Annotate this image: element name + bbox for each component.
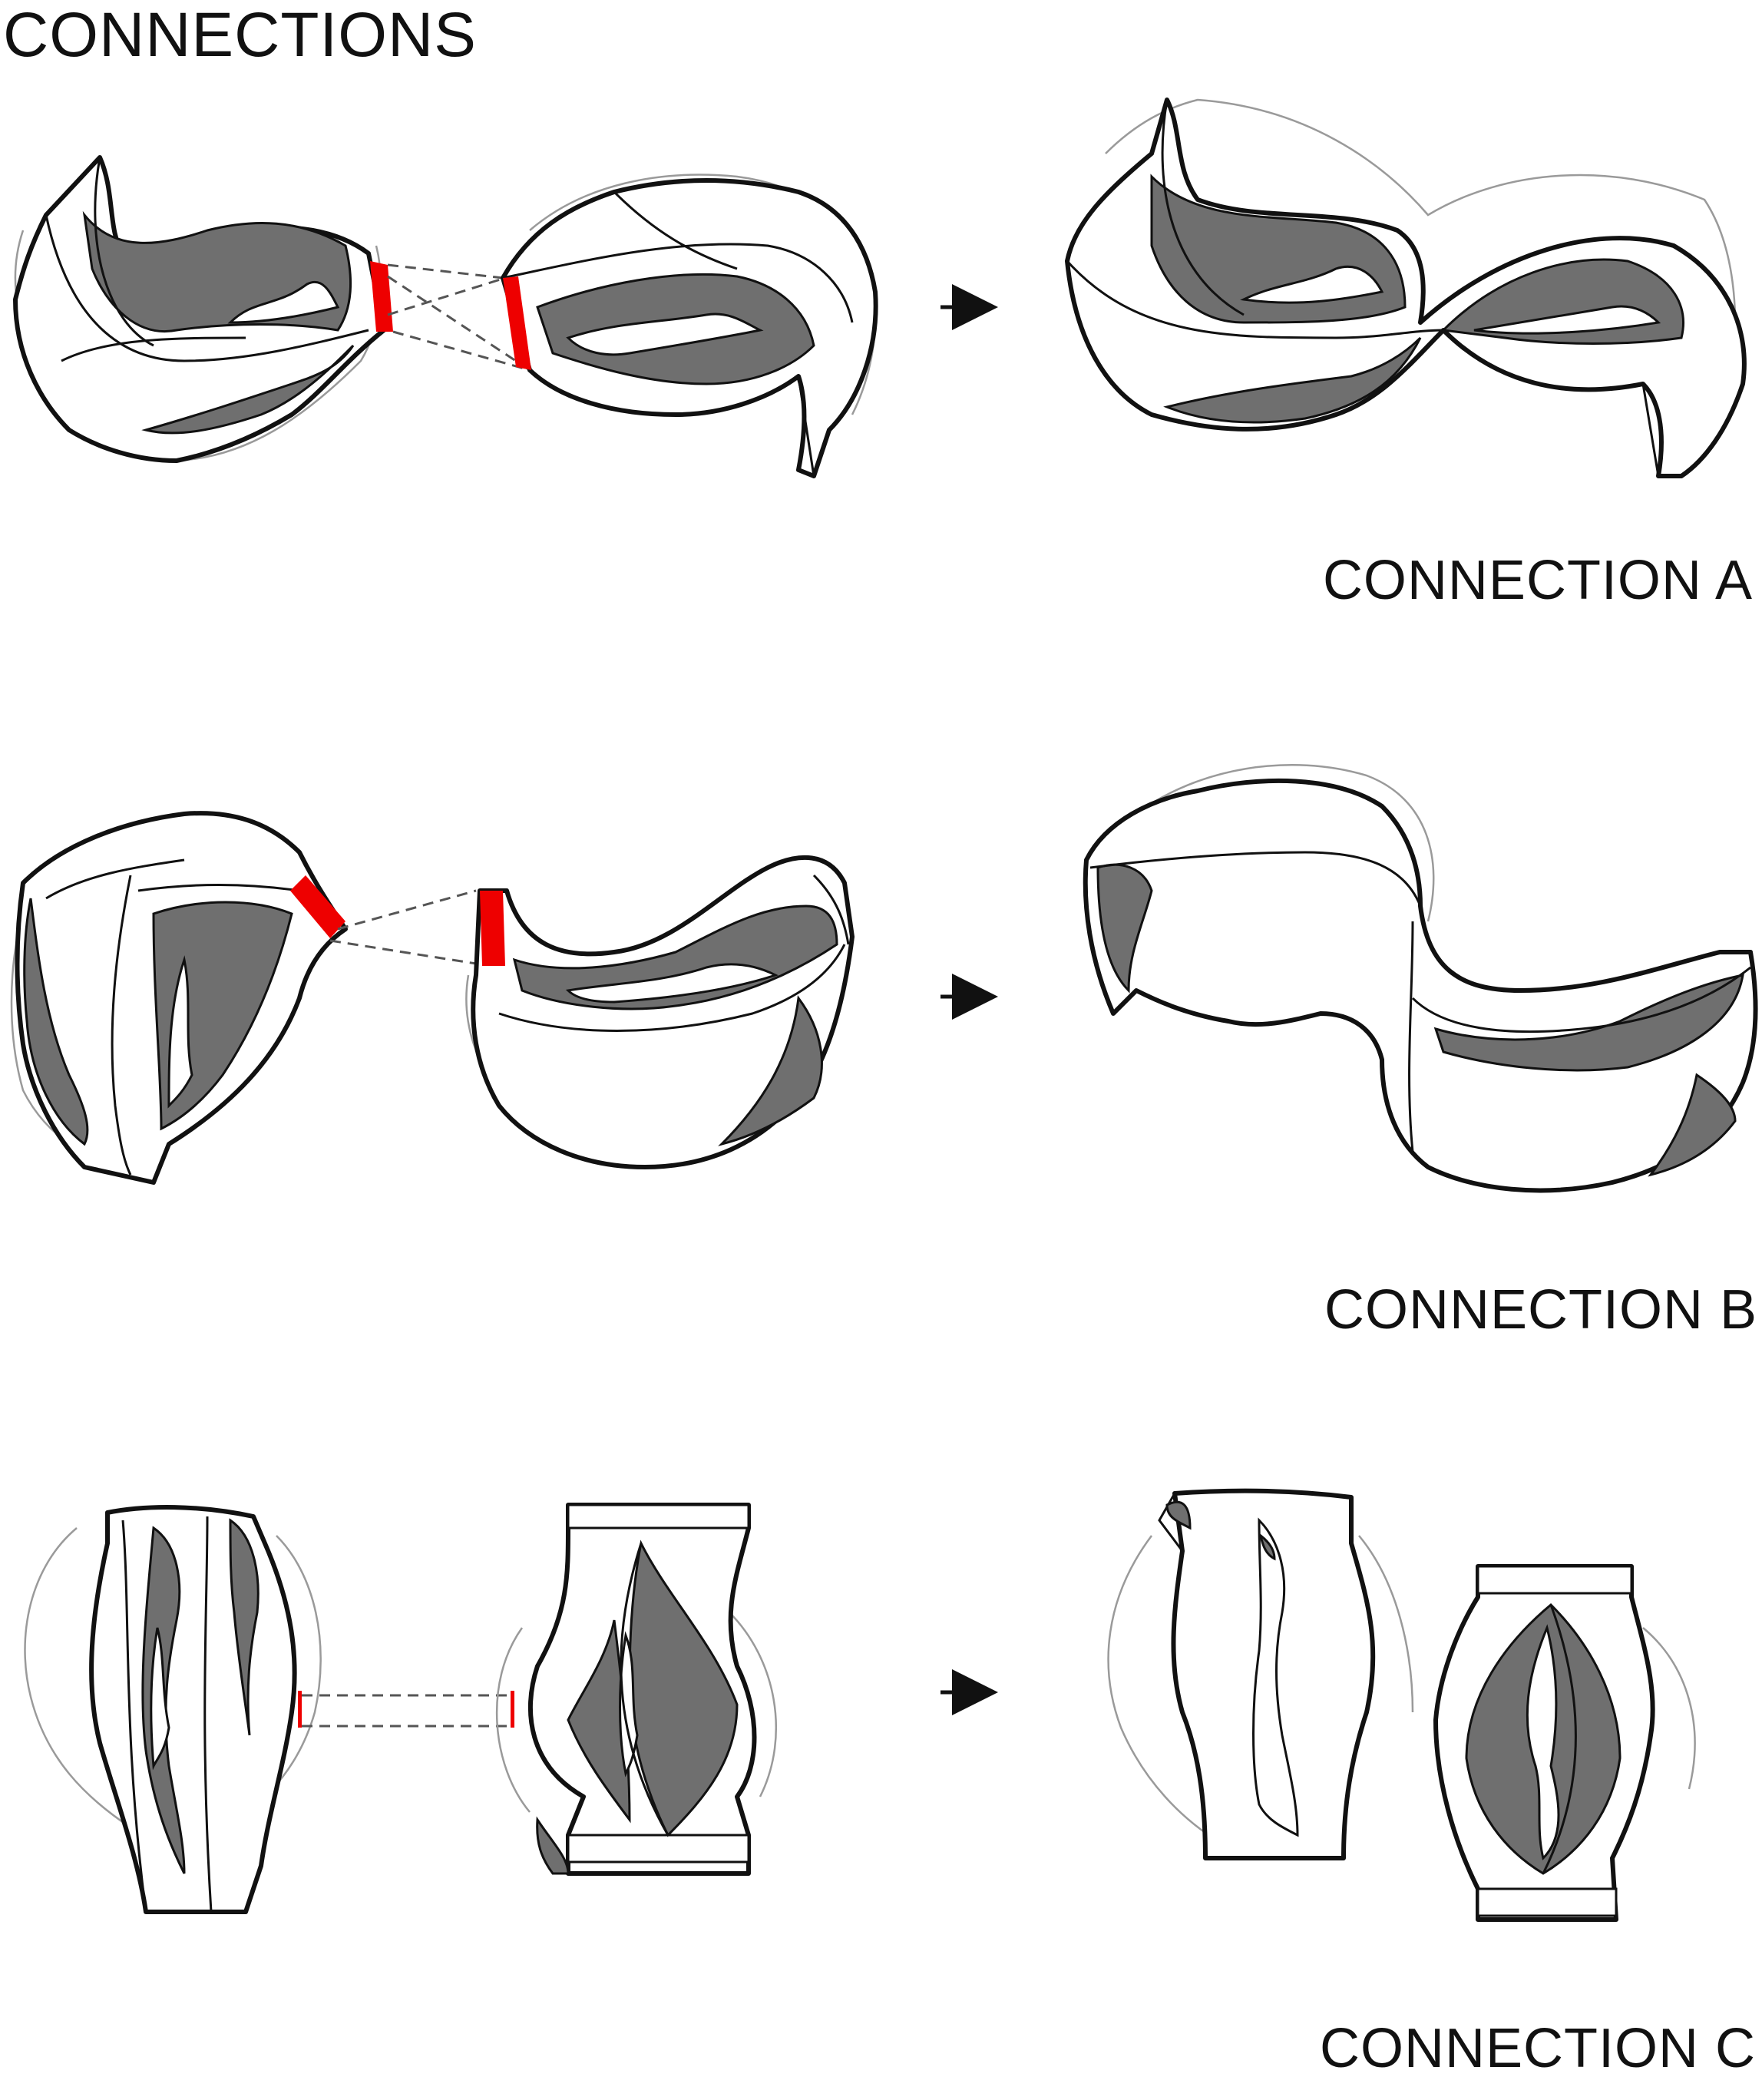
connector-a-left (370, 261, 393, 332)
connection-a-label: CONNECTION A (1322, 550, 1753, 611)
module-c-right (495, 1503, 778, 1876)
combined-b (1083, 763, 1758, 1193)
alignment-line (387, 275, 531, 372)
connection-c-label: CONNECTION C (1320, 2018, 1756, 2079)
alignment-line (387, 263, 504, 279)
module-b-left (10, 811, 348, 1185)
module-c-left (24, 1505, 322, 1914)
combined-a (1065, 98, 1747, 478)
combined-c (1107, 1488, 1696, 1922)
module-b-right (465, 855, 855, 1169)
alignment-line (392, 330, 531, 372)
alignment-line (337, 889, 477, 931)
module-a-right (501, 174, 878, 478)
module-a-left (13, 155, 386, 463)
page-title: CONNECTIONS (3, 0, 477, 70)
connection-b-diagram (10, 763, 1758, 1193)
connection-a-diagram (13, 98, 1747, 478)
connector-c-left (298, 1691, 302, 1728)
connector-b-right (480, 891, 505, 966)
connection-c-diagram (24, 1488, 1696, 1922)
connector-b-left (290, 875, 345, 938)
alignment-line (329, 939, 477, 965)
alignment-line (387, 276, 506, 316)
connection-b-label: CONNECTION B (1324, 1279, 1757, 1341)
connector-c-right (511, 1691, 514, 1728)
connector-a-right (503, 276, 531, 370)
